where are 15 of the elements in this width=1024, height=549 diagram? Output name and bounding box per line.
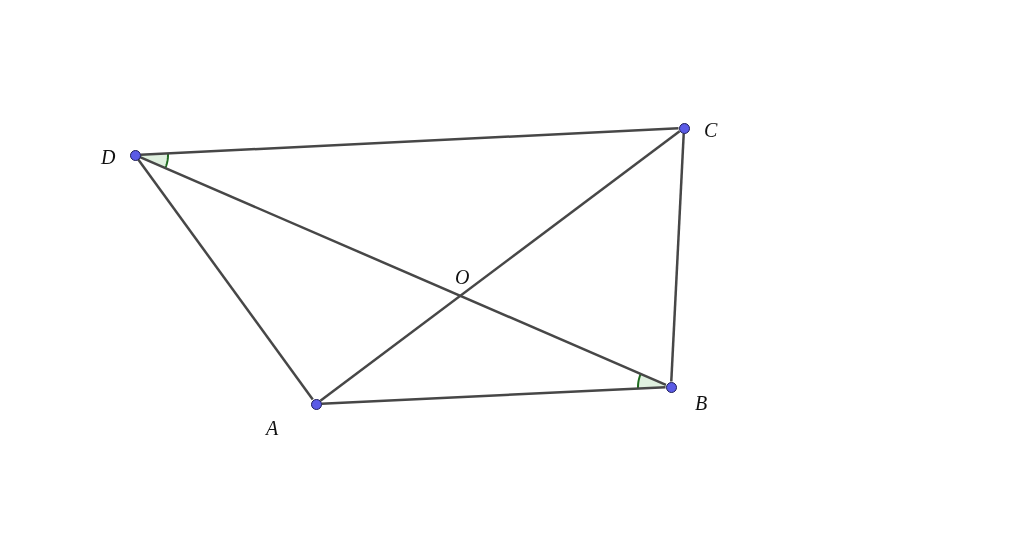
line-segment	[319, 130, 681, 402]
line-segment	[140, 127, 679, 156]
point-label: D	[101, 147, 116, 167]
point-dot	[678, 122, 690, 134]
point-label: A	[266, 418, 279, 438]
line-segment	[321, 386, 666, 405]
point-dot	[310, 398, 322, 410]
point-label: O	[455, 267, 470, 287]
point-label: C	[704, 120, 718, 140]
line-segment	[670, 133, 685, 382]
point-label: B	[695, 393, 708, 413]
point-dot	[665, 381, 677, 393]
point-dot	[129, 149, 141, 161]
line-segment	[139, 156, 667, 386]
line-segment	[137, 158, 314, 401]
